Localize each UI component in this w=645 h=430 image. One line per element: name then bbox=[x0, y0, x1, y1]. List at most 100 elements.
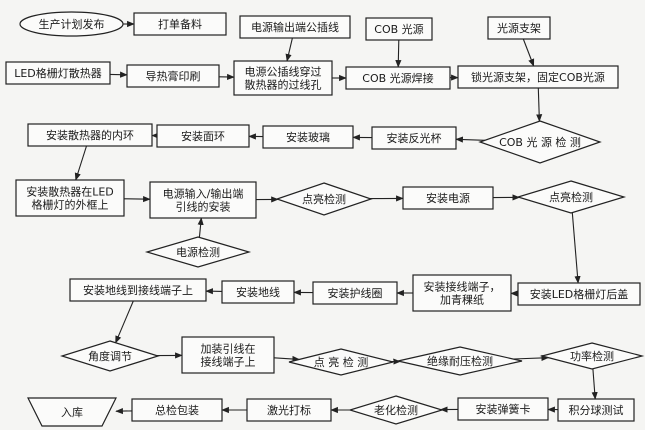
node-store: 入库 bbox=[27, 397, 117, 427]
node-pack: 总检包装 bbox=[131, 398, 223, 422]
node-shape-rear_cover bbox=[517, 282, 641, 306]
node-shape-lamp_holder bbox=[487, 16, 551, 40]
node-shape-light_test3 bbox=[288, 348, 394, 376]
node-label-add_lead: 接线端子上 bbox=[201, 355, 256, 369]
node-label-ground_term: 安装地线到接线端子上 bbox=[83, 283, 193, 297]
node-shape-terminal bbox=[412, 274, 512, 312]
node-install_psu: 安装电源 bbox=[402, 186, 494, 210]
edge-power_test-to-sphere bbox=[591, 368, 598, 400]
edge-add_lead-to-light_test3 bbox=[273, 355, 301, 363]
node-shape-paste bbox=[126, 64, 220, 88]
node-face_ring: 安装面环 bbox=[156, 124, 250, 148]
node-shape-insul bbox=[397, 346, 523, 376]
node-label-sphere: 积分球测试 bbox=[569, 403, 624, 417]
node-shape-psu_check bbox=[144, 236, 252, 268]
node-pwr_cable: 电源输出端公插线 bbox=[239, 15, 351, 39]
node-lock: 锁光源支架，固定COB光源 bbox=[457, 65, 619, 89]
node-laser: 激光打标 bbox=[246, 398, 332, 422]
node-label-outer_frame: 安装散热器在LED bbox=[26, 185, 114, 199]
edge-cob_src-to-weld bbox=[395, 39, 402, 68]
node-ground_term: 安装地线到接线端子上 bbox=[69, 278, 207, 302]
edge-light_test2-to-rear_cover bbox=[571, 212, 581, 284]
node-heatsink: LED格栅灯散热器 bbox=[5, 61, 111, 85]
node-label-store: 入库 bbox=[61, 406, 83, 419]
node-shape-inner_ring bbox=[27, 123, 153, 147]
node-label-lamp_holder: 光源支架 bbox=[497, 21, 541, 35]
node-label-rear_cover: 安装LED格栅灯后盖 bbox=[530, 287, 629, 301]
node-light_test1: 点亮检测 bbox=[275, 182, 373, 216]
node-label-angle: 角度调节 bbox=[88, 349, 132, 363]
node-shape-pick bbox=[133, 12, 227, 36]
node-shape-power_test bbox=[539, 342, 645, 370]
node-label-add_lead: 加装引线在 bbox=[201, 342, 256, 356]
node-label-face_ring: 安装面环 bbox=[181, 129, 225, 143]
node-shape-light_test1 bbox=[275, 182, 373, 216]
node-label-pack: 总检包装 bbox=[155, 403, 199, 417]
node-cob_src: COB 光源 bbox=[365, 17, 433, 41]
node-label-aging: 老化检测 bbox=[374, 403, 418, 417]
edge-pwr_cable-to-thread bbox=[285, 37, 293, 62]
node-label-insul: 绝缘耐压检测 bbox=[427, 354, 493, 368]
node-shape-add_lead bbox=[181, 336, 275, 374]
node-label-cob_check: COB 光 源 检 测 bbox=[499, 135, 581, 149]
node-label-pwr_cable: 电源输出端公插线 bbox=[251, 20, 339, 34]
node-label-light_test3: 点 亮 检 测 bbox=[314, 355, 369, 369]
node-sphere: 积分球测试 bbox=[557, 398, 635, 422]
node-glass: 安装玻璃 bbox=[262, 125, 354, 149]
node-label-thread: 散热器的过线孔 bbox=[245, 78, 322, 92]
node-angle: 角度调节 bbox=[59, 340, 161, 372]
node-shape-reflector bbox=[371, 126, 457, 150]
node-label-light_test2: 点亮检测 bbox=[549, 190, 593, 204]
node-label-outer_frame: 格栅灯的外框上 bbox=[32, 198, 109, 212]
edges-layer bbox=[74, 20, 598, 415]
node-shape-heatsink bbox=[5, 61, 111, 85]
node-label-glass: 安装玻璃 bbox=[286, 130, 330, 144]
node-label-inner_ring: 安装散热器的内环 bbox=[46, 128, 134, 142]
node-shape-spring bbox=[457, 397, 549, 421]
node-shape-lead_install bbox=[149, 181, 257, 219]
node-label-psu_check: 电源检测 bbox=[176, 245, 220, 259]
node-shape-laser bbox=[246, 398, 332, 422]
node-label-terminal: 加青稞纸 bbox=[440, 293, 484, 307]
node-weld: COB 光源焊接 bbox=[345, 66, 451, 90]
node-terminal: 安装接线端子，加青稞纸 bbox=[412, 274, 512, 312]
node-label-paste: 导热膏印刷 bbox=[146, 69, 201, 83]
node-shape-ground bbox=[221, 280, 295, 304]
node-shape-light_test2 bbox=[515, 180, 627, 214]
node-label-start: 生产计划发布 bbox=[39, 17, 105, 31]
node-shape-face_ring bbox=[156, 124, 250, 148]
node-spring: 安装弹簧卡 bbox=[457, 397, 549, 421]
node-label-lead_install: 引线的安装 bbox=[176, 200, 231, 214]
node-shape-weld bbox=[345, 66, 451, 90]
node-shape-store bbox=[27, 397, 117, 427]
node-start: 生产计划发布 bbox=[19, 11, 124, 37]
node-shape-cob_src bbox=[365, 17, 433, 41]
edge-cob_check-to-reflector bbox=[455, 136, 486, 143]
node-label-lead_install: 电源输入/输出端 bbox=[163, 187, 244, 201]
node-label-heatsink: LED格栅灯散热器 bbox=[14, 66, 102, 80]
node-label-install_psu: 安装电源 bbox=[426, 191, 470, 205]
node-shape-angle bbox=[59, 340, 161, 372]
node-reflector: 安装反光杯 bbox=[371, 126, 457, 150]
node-shape-guard bbox=[312, 281, 398, 305]
edge-lock-to-cob_check bbox=[536, 87, 543, 122]
node-label-reflector: 安装反光杯 bbox=[387, 131, 442, 145]
node-label-power_test: 功率检测 bbox=[570, 349, 614, 363]
node-label-terminal: 安装接线端子， bbox=[424, 280, 501, 294]
node-shape-pack bbox=[131, 398, 223, 422]
node-ground: 安装地线 bbox=[221, 280, 295, 304]
node-power_test: 功率检测 bbox=[539, 342, 645, 370]
edge-psu_check-to-lead_install bbox=[197, 217, 204, 238]
node-label-cob_src: COB 光源 bbox=[374, 22, 423, 36]
node-psu_check: 电源检测 bbox=[144, 236, 252, 268]
node-label-lock: 锁光源支架，固定COB光源 bbox=[471, 70, 605, 84]
node-shape-outer_frame bbox=[15, 179, 125, 217]
node-shape-pwr_cable bbox=[239, 15, 351, 39]
node-light_test3: 点 亮 检 测 bbox=[288, 348, 394, 376]
